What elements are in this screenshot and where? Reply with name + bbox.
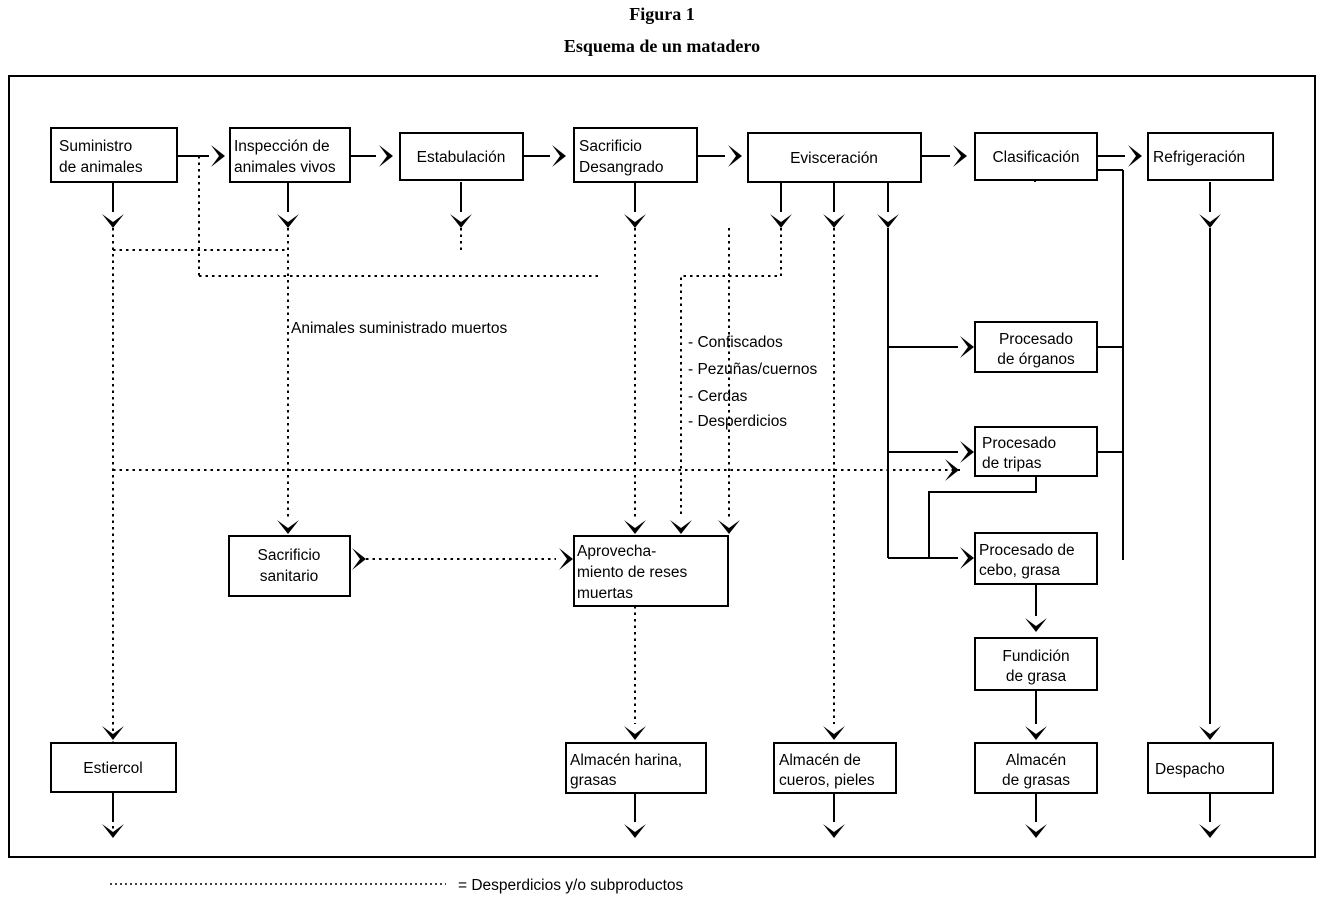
arrowhead-into-sacrificio-sanitario [277, 520, 299, 534]
annotation-waste-list: - Confiscados - Pezuñas/cuernos - Cerdas… [688, 334, 817, 430]
arrowhead-suministro-down [102, 214, 124, 228]
arrowhead-evisceracion-dropA [770, 214, 792, 228]
arrowhead-into-almacen-harina [624, 726, 646, 740]
arrowhead-evisceracion-dropB [823, 214, 845, 228]
node-procesado-de-organos[interactable]: Procesado de órganos [974, 321, 1098, 373]
node-estiercol[interactable]: Estiercol [50, 742, 177, 793]
node-almacen-harina-grasas[interactable]: Almacén harina, grasas [565, 742, 707, 794]
arrowhead-into-fundicion [1025, 618, 1047, 632]
node-label-line1: Despacho [1155, 761, 1225, 778]
node-label-line1: Sacrificio [579, 138, 642, 155]
arrowhead-estabulacion-down [450, 214, 472, 228]
node-label-line1: Procesado de [979, 542, 1075, 559]
arrowhead-clasificacion-refrigeracion [1128, 145, 1142, 167]
node-label-line1: Estabulación [417, 149, 506, 166]
node-suministro-de-animales[interactable]: Suministro de animales [50, 127, 178, 183]
node-label-line2: cueros, pieles [779, 772, 875, 789]
node-label-line2: grasas [570, 772, 617, 789]
arrowhead-evisceracion-trunk [877, 214, 899, 228]
node-label-line3: muertas [577, 585, 633, 602]
arrowhead-into-procesado-organos [960, 336, 974, 358]
node-refrigeracion[interactable]: Refrigeración [1147, 132, 1274, 181]
node-label-line2: miento de reses [577, 564, 688, 581]
node-label-line2: de grasas [1002, 772, 1070, 789]
node-label-line2: de órganos [997, 351, 1075, 368]
arrowhead-suministro-inspeccion [211, 145, 225, 167]
figure-label: Figura 1 [629, 4, 695, 24]
arrowhead-into-aprovechamiento-right [559, 548, 573, 570]
arrowhead-into-aprovechamiento-b [670, 520, 692, 534]
node-estabulacion[interactable]: Estabulación [399, 132, 524, 181]
node-label-line1: Almacén de [779, 752, 861, 769]
edge-tripas-to-cebo [928, 476, 1037, 558]
node-label-line1: Estiercol [83, 760, 142, 777]
arrowhead-sacrificio-down [624, 214, 646, 228]
legend-label: = Desperdicios y/o subproductos [458, 877, 684, 894]
node-almacen-de-grasas[interactable]: Almacén de grasas [974, 742, 1098, 794]
arrowhead-into-aprovechamiento-c [718, 520, 740, 534]
node-label-line1: Inspección de [234, 138, 330, 155]
node-evisceracion[interactable]: Evisceración [747, 132, 922, 183]
node-label-line2: sanitario [260, 568, 319, 585]
node-aprovechamiento-de-reses-muertas[interactable]: Aprovecha- miento de reses muertas [573, 535, 729, 607]
arrowhead-into-almacen-grasas [1025, 726, 1047, 740]
node-label-line2: de animales [59, 159, 143, 176]
node-sacrificio-sanitario[interactable]: Sacrificio sanitario [228, 535, 351, 597]
diagram-border [8, 75, 1316, 858]
node-label-line1: Fundición [1002, 648, 1069, 665]
node-procesado-de-cebo-grasa[interactable]: Procesado de cebo, grasa [974, 532, 1098, 585]
node-label-line1: Almacén harina, [570, 752, 682, 769]
node-label-line1: Clasificación [992, 149, 1079, 166]
node-label-line1: Procesado [982, 435, 1056, 452]
arrowhead-refrigeracion-down [1199, 214, 1221, 228]
arrowhead-almacen-grasas-exit [1025, 824, 1047, 838]
node-inspeccion-de-animales-vivos[interactable]: Inspección de animales vivos [229, 127, 351, 183]
node-label-line2: cebo, grasa [979, 562, 1060, 579]
arrowhead-inspeccion-estabulacion [379, 145, 393, 167]
arrowhead-estabulacion-sacrificio [552, 145, 566, 167]
node-fundicion-de-grasa[interactable]: Fundición de grasa [974, 637, 1098, 691]
annotation-animales-suministrado-muertos: Animales suministrado muertos [291, 320, 507, 337]
arrowhead-evisceracion-clasificacion [953, 145, 967, 167]
waste-item-0: - Confiscados [688, 334, 783, 351]
arrowhead-almacen-cueros-exit [823, 824, 845, 838]
arrowhead-into-almacen-cueros [823, 726, 845, 740]
node-label-line2: de grasa [1006, 668, 1067, 685]
arrowhead-inspeccion-down [277, 214, 299, 228]
arrowhead-despacho-exit [1199, 824, 1221, 838]
waste-item-2: - Cerdas [688, 388, 748, 405]
node-clasificacion[interactable]: Clasificación [974, 132, 1098, 181]
legend: = Desperdicios y/o subproductos [110, 877, 684, 894]
node-label-line1: Suministro [59, 138, 132, 155]
node-label-line1: Almacén [1006, 752, 1066, 769]
figure-subtitle: Esquema de un matadero [564, 36, 760, 56]
arrowhead-almacen-harina-exit [624, 824, 646, 838]
arrowhead-into-procesado-cebo [960, 547, 974, 569]
arrowhead-into-aprovechamiento-a [624, 520, 646, 534]
waste-item-3: - Desperdicios [688, 413, 787, 430]
node-label-line2: de tripas [982, 455, 1042, 472]
node-despacho[interactable]: Despacho [1147, 742, 1274, 794]
arrowhead-into-despacho [1199, 726, 1221, 740]
node-label-line2: animales vivos [234, 159, 336, 176]
node-label-line1: Procesado [999, 331, 1073, 348]
edge-evisceracion-waste-dotted [680, 228, 782, 518]
node-label-line1: Aprovecha- [577, 543, 656, 560]
node-almacen-cueros-pieles[interactable]: Almacén de cueros, pieles [773, 742, 897, 794]
arrowhead-into-procesado-tripas [960, 441, 974, 463]
node-sacrificio-desangrado[interactable]: Sacrificio Desangrado [573, 127, 698, 183]
node-label-line1: Refrigeración [1153, 149, 1245, 166]
node-label-line2: Desangrado [579, 159, 663, 176]
node-label-line1: Sacrificio [258, 547, 321, 564]
node-procesado-de-tripas[interactable]: Procesado de tripas [974, 426, 1098, 477]
arrowhead-sacrificio-evisceracion [728, 145, 742, 167]
waste-item-1: - Pezuñas/cuernos [688, 361, 817, 378]
node-label-line1: Evisceración [790, 150, 878, 167]
arrowhead-into-estiercol [102, 726, 124, 740]
connector-layer [102, 145, 1221, 838]
arrowhead-sacrificio-sanitario-out [352, 548, 366, 570]
